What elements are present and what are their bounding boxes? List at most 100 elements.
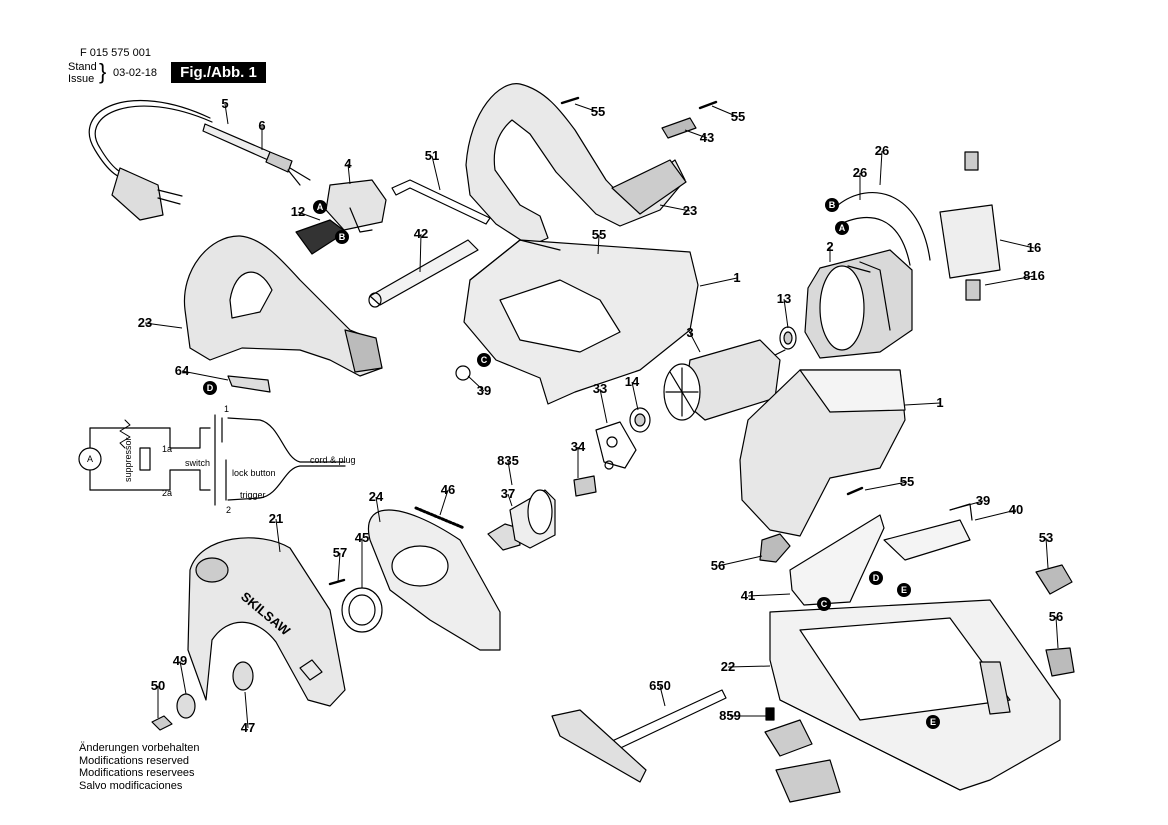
callout-number: 39	[477, 383, 491, 398]
motor-housing	[463, 239, 699, 405]
callout-number: 13	[777, 291, 791, 306]
knob-56-b	[1045, 647, 1075, 677]
callout-leader	[347, 163, 351, 185]
callout-number: 22	[721, 659, 735, 674]
note-fr: Modifications reservees	[79, 767, 195, 779]
connector-letter: A	[839, 223, 846, 233]
connector-marker	[835, 221, 849, 235]
callout-leader	[179, 660, 187, 695]
cord-plug-label: cord & plug	[310, 455, 356, 465]
callout-leader	[297, 211, 321, 221]
connector-letter: D	[873, 573, 880, 583]
callout-number: 14	[625, 374, 640, 389]
upper-blade-guard	[187, 537, 346, 707]
terminal-1a: 1a	[162, 444, 172, 454]
callout-number: 650	[649, 678, 671, 693]
callout-number: 859	[719, 708, 741, 723]
screw-cap	[661, 117, 697, 139]
issue-date: 03-02-18	[113, 67, 158, 79]
callout-leader	[337, 552, 341, 583]
connector-letter: E	[930, 717, 936, 727]
callout-leader	[974, 509, 1017, 521]
connector-letter: B	[339, 232, 346, 242]
callout-number: 2	[826, 239, 833, 254]
callout-number: 55	[731, 109, 745, 124]
screw-55-a	[560, 96, 580, 105]
callout-number: 55	[900, 474, 914, 489]
brush-holder	[939, 151, 1001, 301]
callout-leader	[419, 233, 422, 273]
flange-47	[232, 661, 254, 691]
cord-sleeve	[202, 123, 311, 186]
callout-number: 24	[369, 489, 384, 504]
callout-number: 16	[1027, 240, 1041, 255]
callout-leader	[864, 481, 908, 491]
knob-56-a	[759, 533, 791, 563]
connector-marker	[825, 198, 839, 212]
upper-handle	[465, 83, 687, 247]
connector-letter: A	[317, 202, 324, 212]
callout-number: 43	[700, 130, 714, 145]
wires-26	[837, 191, 931, 266]
note-en: Modifications reserved	[79, 754, 190, 767]
callout-number: 45	[355, 530, 369, 545]
terminal-1: 1	[224, 404, 229, 414]
callout-number: 37	[501, 486, 515, 501]
connector-letter: E	[901, 585, 907, 595]
callout-number: 51	[425, 148, 439, 163]
callout-number: 1	[936, 395, 943, 410]
callout-number: 55	[591, 104, 605, 119]
washer-49	[176, 693, 196, 719]
gear-spindle	[487, 489, 556, 551]
connector-letter: C	[481, 355, 488, 365]
callout-leader	[949, 500, 984, 511]
connector-marker	[926, 715, 940, 729]
callout-leader	[689, 332, 701, 353]
terminal-2a: 2a	[162, 488, 172, 498]
callout-leader	[574, 103, 599, 113]
callout-number: 23	[683, 203, 697, 218]
callout-leader	[144, 322, 183, 329]
callout-number: 21	[269, 511, 283, 526]
screw-57	[328, 578, 346, 586]
lock-button-label: lock button	[232, 468, 276, 478]
connector-letter: D	[207, 383, 214, 393]
knob-53	[1035, 564, 1073, 595]
callout-number: 1	[733, 270, 740, 285]
callout-number: 56	[1049, 609, 1063, 624]
rip-fence	[551, 689, 727, 783]
note-es: Salvo modificaciones	[79, 779, 183, 792]
bevel-bracket	[789, 514, 885, 606]
switch-assembly	[295, 179, 387, 255]
connector-marker	[313, 200, 327, 214]
callout-number: 53	[1039, 530, 1053, 545]
callout-leader	[631, 381, 639, 411]
callout-leader	[984, 275, 1035, 286]
callout-leader	[1055, 616, 1059, 649]
figure-badge: Fig./Abb. 1	[171, 62, 266, 83]
stand-label: Stand	[68, 61, 97, 73]
callout-leader	[699, 277, 738, 287]
callout-leader	[879, 150, 883, 186]
bearing-plate	[595, 421, 637, 470]
rear-handle	[183, 235, 383, 377]
screw-55-b	[698, 100, 718, 110]
callout-number: 49	[173, 653, 187, 668]
bearing-14	[629, 407, 651, 433]
callout-leader	[659, 204, 691, 212]
callout-leader	[439, 489, 449, 516]
connector-marker	[203, 381, 217, 395]
callout-number: 57	[333, 545, 347, 560]
issue-label: Issue	[68, 73, 95, 85]
callout-leader	[224, 103, 229, 125]
callout-leader	[431, 155, 441, 191]
callout-number: 26	[875, 143, 889, 158]
connector-marker	[335, 230, 349, 244]
callout-number: 42	[414, 226, 428, 241]
wiring-schematic	[78, 414, 346, 506]
callout-number: 55	[592, 227, 606, 242]
callout-number: 12	[291, 204, 305, 219]
trigger-label: trigger	[240, 490, 266, 500]
